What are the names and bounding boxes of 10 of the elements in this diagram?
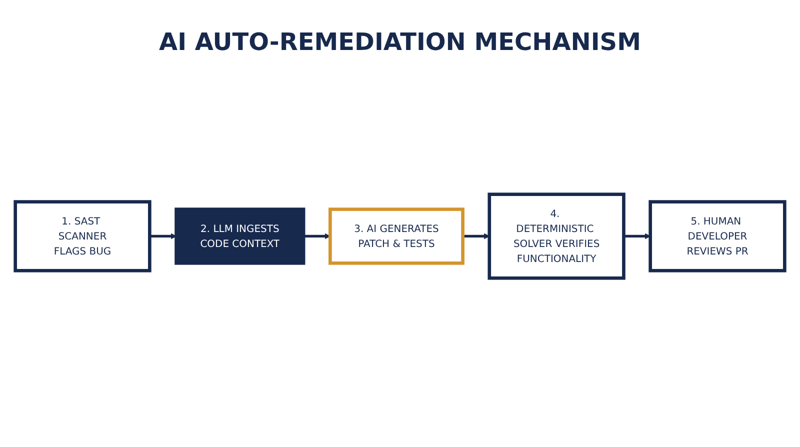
arrow — [462, 233, 490, 239]
node-box: 3. AI GENERATES PATCH & TESTS — [328, 207, 464, 265]
title: AI AUTO-REMEDIATION MECHANISM — [159, 28, 641, 56]
node-box: 1. SAST SCANNER FLAGS BUG — [14, 200, 152, 272]
arrow — [150, 233, 177, 239]
arrow — [304, 233, 330, 239]
node-box: 5. HUMAN DEVELOPER REVIEWS PR — [648, 200, 786, 272]
node-box: 4. DETERMINISTIC SOLVER VERIFIES FUNCTIONALITY — [488, 192, 626, 280]
node-box: 2. LLM INGESTS CODE CONTEXT — [174, 207, 306, 265]
arrow — [624, 233, 651, 239]
